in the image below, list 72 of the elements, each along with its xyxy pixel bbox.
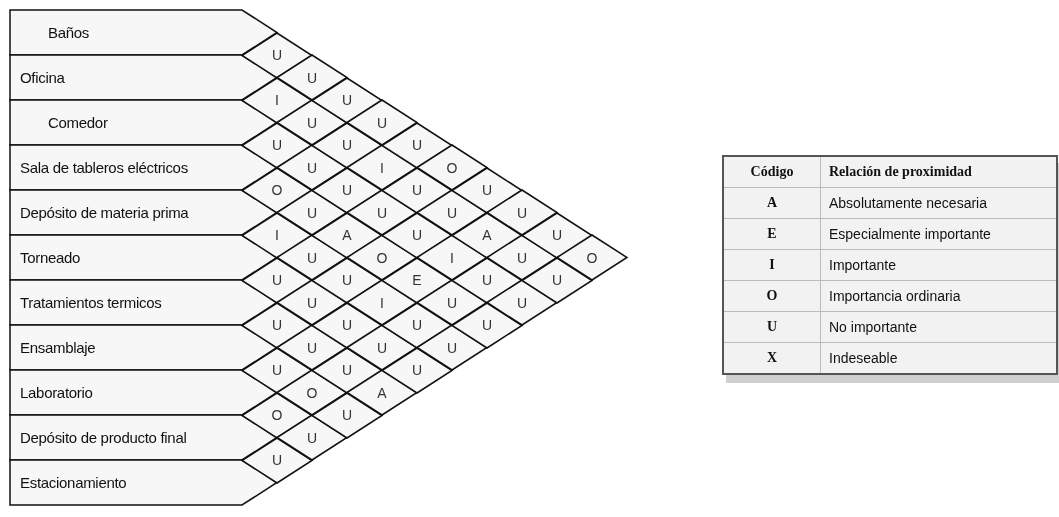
relationship-code: U [376,339,388,356]
relationship-code: U [411,317,423,333]
relationship-code: U [481,317,493,333]
code-cell: U [723,311,821,343]
relationship-code: U [341,362,353,378]
relationship-code: U [306,339,318,356]
relationship-code: U [551,272,563,288]
relationship-code: U [516,249,528,266]
relationship-code: U [271,362,283,378]
relationship-code: U [271,452,283,468]
relationship-code: U [481,272,493,288]
relationship-code: I [380,294,384,311]
relationship-code: E [412,272,422,288]
relationship-code: U [306,294,318,311]
relationship-code: U [271,272,283,288]
relationship-code: U [446,294,458,311]
relationship-code: U [306,159,318,176]
relationship-code: U [551,227,563,243]
relationship-code: U [376,204,388,221]
relationship-code: U [411,227,423,243]
relationship-code: U [341,92,353,108]
relationship-code: U [306,114,318,131]
code-cell: I [723,249,821,281]
relationship-code: U [446,204,458,221]
relationship-code: A [342,227,352,243]
relationship-code: U [271,317,283,333]
department-name: Laboratorio [20,384,93,401]
code-cell: O [723,280,821,312]
relationship-code: U [411,362,423,378]
relationship-code: U [271,137,283,153]
department-name: Sala de tableros eléctricos [20,159,188,176]
department-name: Oficina [20,69,65,86]
department-name: Comedor [48,114,108,131]
relationship-code: U [481,182,493,198]
relationship-code: I [450,249,454,266]
relationship-code: U [411,137,423,153]
relationship-code: U [341,407,353,423]
relationship-code: U [376,114,388,131]
relationship-code: O [376,249,388,266]
relationship-code: U [306,249,318,266]
relationship-code: O [271,182,283,198]
relationship-code: U [306,429,318,446]
relationship-code: O [271,407,283,423]
relationship-code: U [411,182,423,198]
relationship-code: A [482,227,492,243]
relationship-code: I [275,92,279,108]
department-name: Depósito de materia prima [20,204,189,221]
relationship-code: U [446,339,458,356]
department-name: Torneado [20,249,81,266]
department-name: Ensamblaje [20,339,96,356]
relationship-code: U [341,272,353,288]
department-name: Tratamientos termicos [20,294,162,311]
relationship-code: A [377,384,387,401]
code-cell: A [723,187,821,219]
relationship-code: U [516,294,528,311]
department-name: Estacionamiento [20,474,127,491]
header-cell: Código [723,156,821,188]
relationship-code: U [271,47,283,63]
relationship-code: O [306,384,318,401]
relationship-code: O [446,159,458,176]
relationship-code: I [380,159,384,176]
relationship-code: U [341,317,353,333]
code-cell: E [723,218,821,250]
department-name: Depósito de producto final [20,429,187,446]
relationship-code: O [586,249,598,266]
relationship-code: I [275,227,279,243]
relationship-code: U [306,204,318,221]
department-name: Baños [48,24,90,41]
relationship-code: U [306,69,318,86]
relationship-code: U [516,204,528,221]
relationship-code: U [341,137,353,153]
relationship-code: U [341,182,353,198]
